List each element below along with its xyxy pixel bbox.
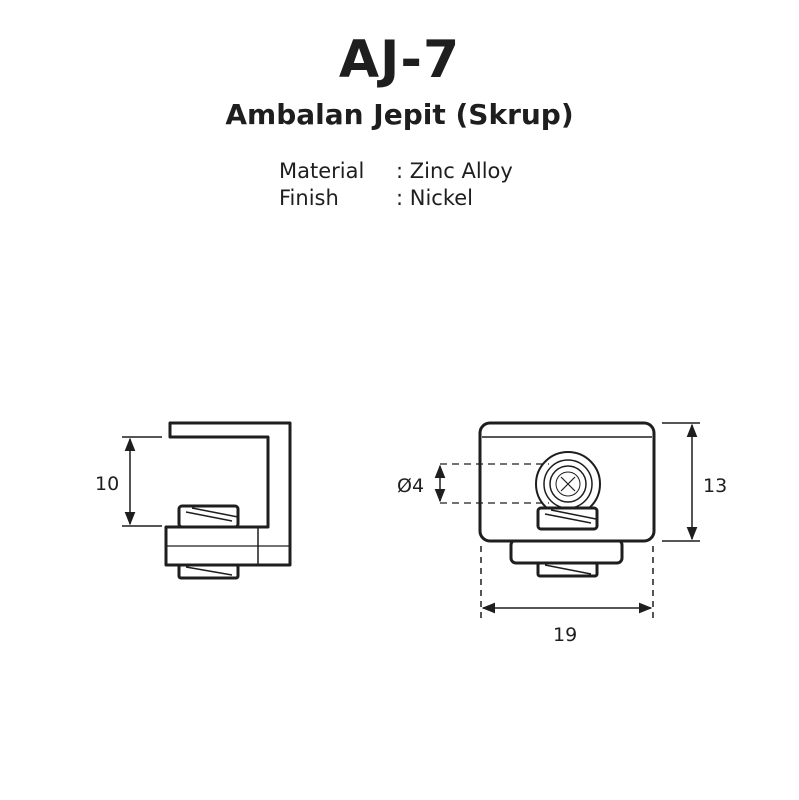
- dim-label-hole-diameter: Ø4: [397, 475, 424, 497]
- phillips-cross: [560, 476, 576, 492]
- side-view: [164, 421, 292, 580]
- dim-label-front-height: 13: [703, 475, 727, 497]
- dim-side-height: [122, 436, 162, 527]
- product-name: Ambalan Jepit (Skrup): [225, 98, 574, 131]
- product-code: AJ-7: [338, 30, 461, 90]
- dim-front-width: [480, 546, 654, 618]
- front-flange: [509, 538, 624, 565]
- dim-front-height: [662, 422, 700, 542]
- dim-label-front-width: 19: [553, 624, 577, 646]
- front-view: [440, 421, 656, 578]
- spec-label-material: Material: [279, 159, 365, 183]
- spec-label-finish: Finish: [279, 186, 339, 210]
- spec-value-finish: : Nickel: [396, 186, 474, 210]
- side-clamp-body: [164, 421, 292, 567]
- spec-value-material: : Zinc Alloy: [396, 159, 513, 183]
- dim-label-side-height: 10: [95, 473, 119, 495]
